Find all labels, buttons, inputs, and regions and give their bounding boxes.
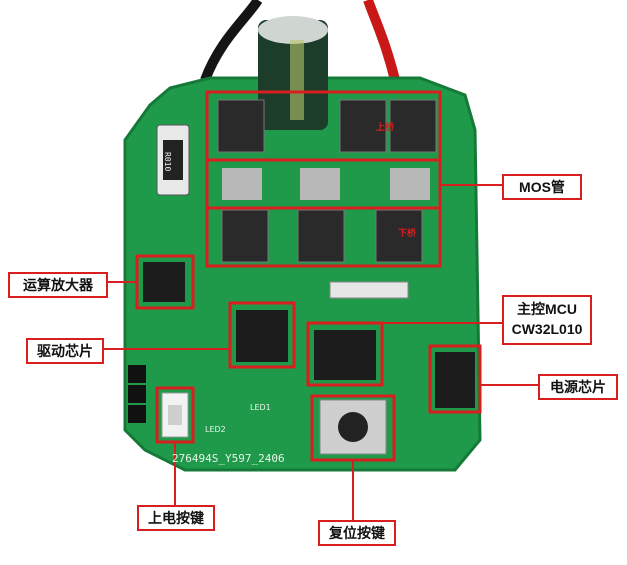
label-driver: 驱动芯片: [26, 338, 104, 364]
label-reset-key: 复位按键: [318, 520, 396, 546]
mcu-chip: [314, 330, 376, 380]
label-mcu: 主控MCU CW32L010: [502, 295, 592, 345]
mosfet-top-row: [217, 99, 437, 153]
leader-lines: [104, 184, 538, 520]
silk-shunt-text: R010: [163, 152, 172, 171]
driver-chip: [236, 310, 288, 362]
frame-mcu: [306, 321, 384, 387]
label-mcu-line1: 主控MCU: [517, 301, 577, 317]
mosfet-tabs: [222, 168, 430, 200]
shunt-resistor-body: [163, 140, 183, 180]
flat-connector: [329, 281, 409, 299]
silk-led1: LED1: [250, 403, 271, 412]
opamp-chip: [143, 262, 185, 302]
silk-led2: LED2: [205, 425, 226, 434]
mosfet-bottom-row: [221, 209, 423, 263]
silk-bottom-text: 276494S_Y597_2406: [172, 452, 285, 465]
frame-power-ic: [428, 344, 482, 414]
frame-mos-lower: [205, 206, 442, 268]
label-power-key: 上电按键: [137, 505, 215, 531]
label-power-ic: 电源芯片: [538, 374, 618, 400]
label-upper-bridge: 上桥: [376, 122, 395, 132]
red-wire: [363, 0, 400, 82]
capacitor-band: [290, 40, 304, 120]
black-wire: [200, 0, 263, 82]
power-ic-chip: [435, 352, 475, 408]
label-opamp: 运算放大器: [8, 272, 108, 298]
power-button-cap: [168, 405, 182, 425]
label-mos: MOS管: [502, 174, 582, 200]
header-pins: [128, 365, 146, 423]
capacitor-top: [258, 16, 328, 44]
label-lower-bridge: 下桥: [398, 228, 417, 238]
label-mcu-line2: CW32L010: [511, 321, 583, 337]
reset-button-cap: [338, 412, 368, 442]
frame-driver: [228, 301, 296, 369]
